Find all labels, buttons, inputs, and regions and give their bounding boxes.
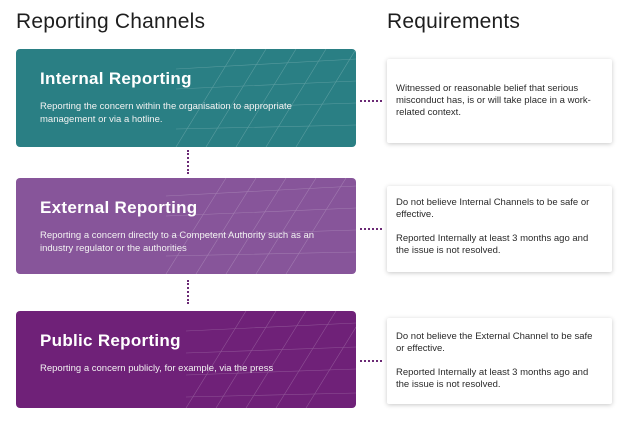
requirements-heading: Requirements (387, 10, 521, 33)
building-texture (185, 311, 356, 408)
channel-connector (187, 150, 189, 174)
public-reporting-title: Public Reporting (40, 331, 181, 350)
internal-requirements-card: Witnessed or reasonable belief that seri… (387, 59, 612, 143)
channel-connector (187, 280, 189, 304)
external-requirements-card: Do not believe Internal Channels to be s… (387, 186, 612, 272)
requirement-connector (360, 360, 382, 362)
public-requirements-card: Do not believe the External Channel to b… (387, 318, 612, 404)
requirement-connector (360, 228, 382, 230)
requirement-text: Reported Internally at least 3 months ag… (396, 367, 589, 390)
building-texture (175, 49, 356, 147)
reporting-channels-heading: Reporting Channels (16, 10, 206, 33)
requirement-text: Reported Internally at least 3 months ag… (396, 233, 589, 256)
requirement-text: Do not believe the External Channel to b… (396, 331, 593, 354)
external-reporting-box: External Reporting Reporting a concern d… (16, 178, 356, 274)
public-reporting-description: Reporting a concern publicly, for exampl… (40, 363, 274, 374)
requirement-connector (360, 100, 382, 102)
requirement-text: Do not believe Internal Channels to be s… (396, 197, 590, 220)
public-reporting-box: Public Reporting Reporting a concern pub… (16, 311, 356, 408)
internal-reporting-description: Reporting the concern within the organis… (40, 101, 292, 125)
building-texture (165, 178, 356, 274)
internal-reporting-title: Internal Reporting (40, 69, 192, 88)
internal-reporting-box: Internal Reporting Reporting the concern… (16, 49, 356, 147)
external-reporting-description: Reporting a concern directly to a Compet… (40, 230, 315, 254)
requirement-text: Witnessed or reasonable belief that seri… (396, 83, 591, 118)
external-reporting-title: External Reporting (40, 198, 198, 217)
